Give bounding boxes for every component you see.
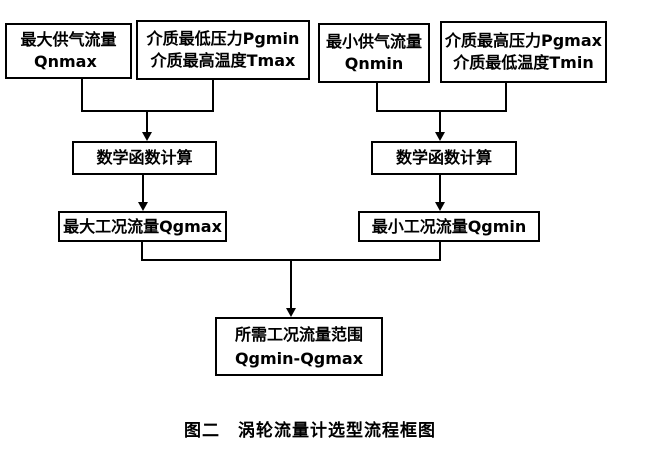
arrowhead-down-icon [142, 132, 152, 141]
flowchart-node-qgmax: 最大工况流量Qgmax [58, 211, 227, 242]
connector-qgmin-vline [439, 242, 441, 261]
node-label-line: 介质最高温度Tmax [150, 51, 296, 70]
flowchart-node-math-left: 数学函数计算 [72, 141, 217, 175]
connector-mathleft-qgmax-shaft [142, 175, 144, 202]
connector-right-merge-hline [376, 110, 507, 112]
connector-mathright-qgmin-shaft [439, 175, 441, 202]
node-label-line: 最小供气流量 [325, 32, 422, 51]
flowchart-node-qnmax: 最大供气流量 Qnmax [5, 23, 132, 79]
flowchart-node-pgmin-tmax: 介质最低压力Pgmin 介质最高温度Tmax [136, 20, 310, 80]
connector-result-arrow-shaft [290, 261, 292, 308]
arrowhead-down-icon [286, 308, 296, 317]
node-label: 最大工况流量Qgmax [63, 216, 222, 236]
connector-bottom-merge-hline [141, 259, 441, 261]
node-label-line: 最大供气流量 [20, 30, 117, 49]
connector-pgmax-tmin-vline [505, 83, 507, 112]
node-label: 数学函数计算 [395, 148, 492, 167]
connector-pgmin-tmax-vline [212, 80, 214, 112]
figure-caption: 图二 涡轮流量计选型流程框图 [184, 421, 436, 441]
connector-left-merge-hline [81, 110, 214, 112]
node-label: 最小工况流量Qgmin [371, 216, 527, 236]
flowchart-node-qgmin: 最小工况流量Qgmin [358, 211, 540, 242]
arrowhead-down-icon [138, 202, 148, 211]
node-label-line: 介质最低温度Tmin [453, 53, 594, 72]
arrowhead-down-icon [435, 132, 445, 141]
connector-qnmax-vline [81, 79, 83, 112]
flowchart-node-math-right: 数学函数计算 [371, 141, 517, 175]
flowchart-node-qnmin: 最小供气流量 Qnmin [318, 23, 430, 83]
connector-qgmax-vline [141, 242, 143, 261]
node-label-line: 介质最高压力Pgmax [445, 31, 602, 50]
connector-left-arrow-shaft [146, 112, 148, 133]
flowchart-node-pgmax-tmin: 介质最高压力Pgmax 介质最低温度Tmin [440, 21, 607, 83]
flowchart-node-result: 所需工况流量范围 Qgmin-Qgmax [215, 317, 383, 376]
connector-qnmin-vline [376, 83, 378, 112]
node-label-line: Qgmin-Qgmax [234, 348, 364, 368]
node-label-line: 介质最低压力Pgmin [146, 29, 300, 48]
connector-right-arrow-shaft [439, 112, 441, 133]
node-label-line: Qnmin [344, 54, 404, 73]
node-label: 数学函数计算 [96, 148, 193, 167]
node-label-line: 所需工况流量范围 [234, 324, 363, 344]
node-label-line: Qnmax [34, 52, 97, 71]
arrowhead-down-icon [435, 202, 445, 211]
